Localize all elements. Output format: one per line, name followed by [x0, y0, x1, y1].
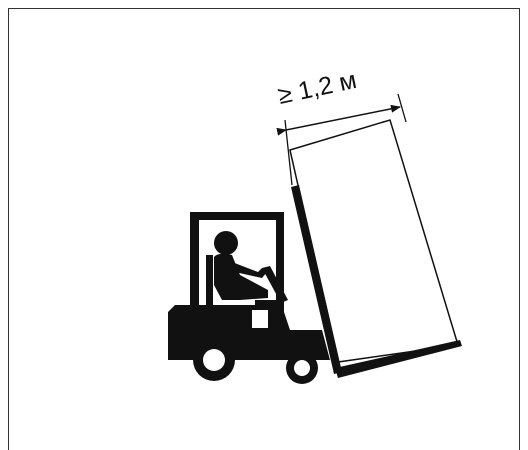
dimension-label: ≥ 1,2 м — [275, 66, 359, 110]
load-box — [290, 120, 458, 362]
driver-seat-back — [206, 255, 213, 305]
overhead-guard-post-rear — [190, 212, 199, 312]
forklift-body — [168, 300, 330, 360]
driver-head — [214, 231, 238, 255]
overhead-guard-front — [190, 212, 280, 220]
rear-wheel-hub — [203, 349, 225, 371]
dimension-extension-right — [398, 94, 406, 122]
body-window — [252, 310, 268, 328]
front-wheel-hub — [294, 360, 310, 376]
